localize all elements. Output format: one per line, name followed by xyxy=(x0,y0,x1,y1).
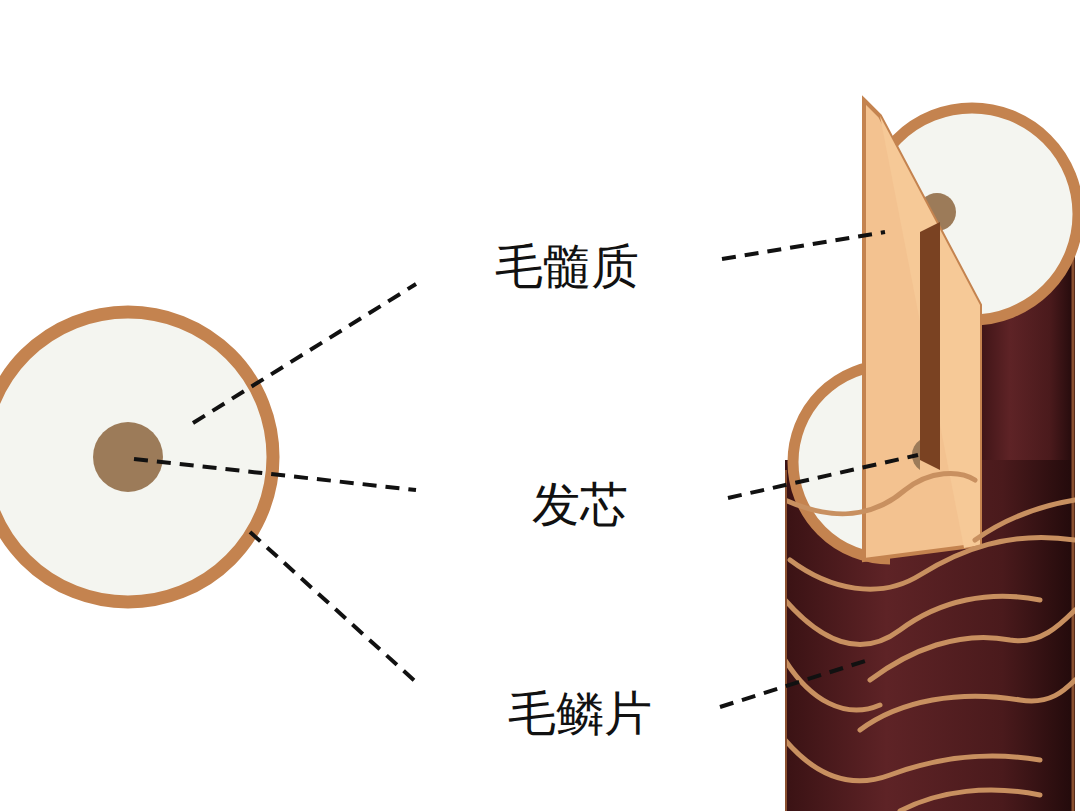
leader-line xyxy=(720,661,865,707)
shaft-edge xyxy=(1072,212,1075,811)
cuticle-scale xyxy=(860,680,1075,730)
leader-line xyxy=(722,232,885,259)
cross-section xyxy=(0,312,273,602)
leader-line xyxy=(134,459,416,490)
shaft-edge xyxy=(783,470,787,811)
leader-line xyxy=(728,455,918,498)
part-label: 发芯 xyxy=(532,478,628,531)
leader-line xyxy=(193,284,416,423)
part-label: 毛髓质 xyxy=(495,240,639,293)
cuticle-scale xyxy=(785,473,975,514)
cuticle-scale xyxy=(790,537,1075,589)
cut-plane xyxy=(864,100,980,560)
core-groove xyxy=(920,222,940,470)
cut-plane xyxy=(880,116,980,548)
leader-line xyxy=(250,532,416,682)
cuticle-scale xyxy=(870,610,1075,680)
core-section xyxy=(93,422,163,492)
cuticle-scale xyxy=(785,660,880,710)
cuticle-scale xyxy=(900,790,1040,811)
part-label: 毛鳞片 xyxy=(508,687,652,740)
cuticle-scale xyxy=(975,500,1075,540)
cuticle-scale xyxy=(785,740,1040,781)
